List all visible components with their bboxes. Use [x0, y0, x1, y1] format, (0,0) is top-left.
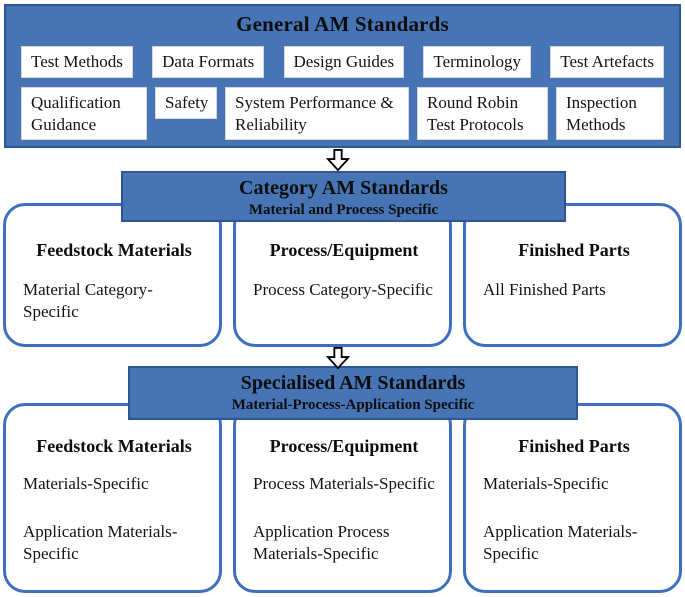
- box-item: Application Materials-Specific: [23, 522, 178, 564]
- category-box-process-equipment: Process/Equipment Process Category-Speci…: [233, 203, 452, 347]
- specialised-standards-title: Specialised AM Standards: [240, 372, 466, 394]
- category-box-finished-parts: Finished Parts All Finished Parts: [463, 203, 682, 347]
- box-item: Process Category-Specific: [253, 280, 433, 299]
- down-arrow-icon: [325, 149, 351, 171]
- category-box-feedstock-materials: Feedstock Materials Material Category-Sp…: [3, 203, 222, 347]
- chip-qualification-guidance: Qualification Guidance: [21, 86, 147, 141]
- chip-terminology: Terminology: [423, 46, 531, 78]
- chip-data-formats: Data Formats: [152, 46, 265, 78]
- chip-test-methods: Test Methods: [21, 46, 133, 78]
- chip-safety: Safety: [155, 86, 217, 119]
- chip-system-performance-reliability: System Performance & Reliability: [225, 86, 409, 141]
- general-standards-title: General AM Standards: [236, 12, 449, 36]
- box-item: Application Materials-Specific: [483, 522, 638, 564]
- specialised-box-process-equipment: Process/Equipment Process Materials-Spec…: [233, 403, 452, 593]
- specialised-standards-subtitle: Material-Process-Application Specific: [231, 397, 475, 413]
- specialised-standards-header: Specialised AM Standards Material-Proces…: [128, 366, 578, 420]
- category-standards-header: Category AM Standards Material and Proce…: [121, 171, 566, 222]
- box-item: Materials-Specific: [483, 474, 609, 493]
- specialised-box-finished-parts: Finished Parts Materials-Specific Applic…: [463, 403, 682, 593]
- category-standards-subtitle: Material and Process Specific: [248, 202, 439, 218]
- box-heading: Process/Equipment: [269, 436, 419, 456]
- box-item: Material Category-Specific: [23, 280, 153, 322]
- box-item: Process Materials-Specific: [253, 474, 435, 493]
- general-standards-panel: General AM Standards Test Methods Data F…: [4, 4, 681, 148]
- chip-test-artefacts: Test Artefacts: [550, 46, 664, 78]
- box-heading: Finished Parts: [518, 436, 630, 456]
- general-chip-row-1: Test Methods Data Formats Design Guides …: [21, 46, 664, 78]
- box-item: Materials-Specific: [23, 474, 149, 493]
- box-heading: Process/Equipment: [269, 240, 419, 260]
- specialised-boxes-row: Feedstock Materials Materials-Specific A…: [3, 403, 682, 593]
- chip-design-guides: Design Guides: [283, 46, 405, 78]
- specialised-box-feedstock-materials: Feedstock Materials Materials-Specific A…: [3, 403, 222, 593]
- chip-inspection-methods: Inspection Methods: [556, 86, 664, 141]
- box-item: Application Process Materials-Specific: [253, 522, 390, 564]
- category-standards-title: Category AM Standards: [239, 177, 448, 199]
- box-heading: Feedstock Materials: [36, 436, 192, 456]
- category-boxes-row: Feedstock Materials Material Category-Sp…: [3, 203, 682, 347]
- chip-round-robin-test-protocols: Round Robin Test Protocols: [417, 86, 548, 141]
- box-item: All Finished Parts: [483, 280, 606, 299]
- box-heading: Finished Parts: [518, 240, 630, 260]
- general-chip-row-2: Qualification Guidance Safety System Per…: [21, 86, 664, 141]
- down-arrow-icon: [325, 347, 351, 369]
- box-heading: Feedstock Materials: [36, 240, 192, 260]
